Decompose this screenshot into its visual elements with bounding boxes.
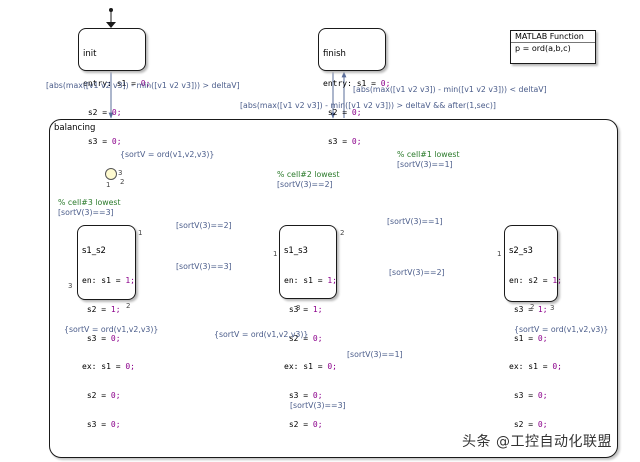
label-s1s3-to-s2s3[interactable]: [sortV(3)==1]	[387, 217, 443, 226]
action-line: en: s2 =	[509, 275, 553, 285]
action-line: ex: s1 =	[284, 362, 328, 372]
action-line: s3 =	[284, 304, 313, 314]
action-value: 0;	[110, 391, 121, 401]
action-value: 0;	[351, 107, 362, 117]
state-name: init	[83, 49, 97, 60]
default-transition-dot	[109, 8, 113, 12]
priority-s13-self: 3	[296, 304, 301, 312]
state-s1-s3[interactable]: s1_s3 en: s1 = 1; s3 = 1; s2 = 0; ex: s1…	[279, 225, 337, 429]
label-s1s3-to-s1s2[interactable]: [sortV(3)==3]	[176, 262, 232, 271]
label-cell1-cond[interactable]: [sortV(3)==1]	[397, 160, 453, 169]
state-init[interactable]: init entry: s1 = 0; s2 = 0; s3 = 0;	[78, 28, 150, 146]
state-finish[interactable]: finish entry: s1 = 0; s2 = 0; s3 = 0;	[318, 28, 390, 146]
label-s1s2-to-s1s3[interactable]: [sortV(3)==2]	[176, 221, 232, 230]
label-cell2-cond[interactable]: [sortV(3)==2]	[277, 180, 333, 189]
action-value: 1;	[110, 304, 121, 314]
label-s1s3-self[interactable]: {sortV = ord(v1,v2,v3)}	[214, 330, 309, 339]
priority-b1: 1	[273, 250, 278, 258]
priority-c1: 1	[497, 250, 502, 258]
priority-a2: 2	[126, 302, 131, 310]
action-line: s2 =	[82, 391, 111, 401]
state-s1-s2[interactable]: s1_s2 en: s1 = 1; s2 = 1; s3 = 0; ex: s1…	[77, 225, 136, 429]
action-value: 1;	[537, 304, 548, 314]
priority-a1: 1	[138, 229, 143, 237]
action-line: s3 =	[82, 333, 111, 343]
function-signature: p = ord(a,b,c)	[515, 44, 571, 53]
action-value: 0;	[380, 78, 391, 88]
action-value: 1;	[312, 304, 323, 314]
action-line: s3 =	[82, 419, 111, 429]
action-line: en: s1 =	[284, 275, 328, 285]
action-value: 0;	[312, 419, 323, 429]
label-finish-to-balancing[interactable]: [abs(max([v1 v2 v3]) - min([v1 v2 v3])) …	[353, 85, 547, 94]
action-value: 1;	[125, 275, 135, 285]
action-value: 1;	[552, 275, 562, 285]
action-line: s2 =	[284, 333, 313, 343]
label-init-to-balancing[interactable]: [abs(max([v1 v2 v3]) - min([v1 v2 v3])) …	[46, 81, 240, 90]
priority-j3: 3	[118, 169, 123, 177]
action-value: 0;	[110, 419, 121, 429]
priority-c2: 2	[530, 303, 535, 311]
matlab-function-block[interactable]: MATLAB Function p = ord(a,b,c)	[510, 30, 596, 64]
action-value: 0;	[552, 362, 562, 372]
label-balancing-to-finish[interactable]: [abs(max([v1 v2 v3]) - min([v1 v2 v3])) …	[240, 101, 496, 110]
label-default-action[interactable]: {sortV = ord(v1,v2,v3)}	[120, 150, 215, 159]
action-line: s3 =	[509, 304, 538, 314]
action-line: s3 =	[509, 391, 538, 401]
state-name: s2_s3	[509, 246, 533, 257]
priority-s23-self: 3	[550, 304, 555, 312]
action-value: 0;	[537, 333, 548, 343]
action-value: 0;	[140, 78, 151, 88]
superstate-name: balancing	[54, 123, 96, 133]
comment-cell3: % cell#3 lowest	[58, 198, 121, 207]
priority-j2: 2	[120, 178, 125, 186]
action-value: 1;	[327, 275, 337, 285]
action-value: 0;	[125, 362, 135, 372]
state-name: s1_s3	[284, 246, 308, 257]
label-s2s3-to-s1s2[interactable]: [sortV(3)==3]	[290, 401, 346, 410]
label-cell3-cond[interactable]: [sortV(3)==3]	[58, 208, 114, 217]
action-line: entry: s1 =	[323, 78, 381, 88]
action-line: s2 =	[83, 107, 112, 117]
action-line: s2 =	[82, 304, 111, 314]
action-line: en: s1 =	[82, 275, 126, 285]
label-s1s2-to-s2s3[interactable]: [sortV(3)==1]	[347, 350, 403, 359]
connective-junction[interactable]	[105, 168, 117, 180]
action-value: 0;	[111, 107, 122, 117]
action-line: s3 =	[323, 136, 352, 146]
label-s2s3-to-s1s3[interactable]: [sortV(3)==2]	[389, 268, 445, 277]
action-line: ex: s1 =	[509, 362, 553, 372]
priority-b2: 2	[340, 229, 345, 237]
action-line: s2 =	[284, 419, 313, 429]
priority-j1: 1	[106, 181, 111, 189]
action-line: s2 =	[323, 107, 352, 117]
action-value: 0;	[312, 333, 323, 343]
label-s2s3-self[interactable]: {sortV = ord(v1,v2,v3)}	[514, 325, 609, 334]
action-value: 0;	[110, 333, 121, 343]
action-line: s3 =	[83, 136, 112, 146]
priority-s12-self: 3	[68, 282, 73, 290]
state-name: s1_s2	[82, 246, 106, 257]
state-name: finish	[323, 49, 346, 60]
comment-cell1: % cell#1 lowest	[397, 150, 460, 159]
comment-cell2: % cell#2 lowest	[277, 170, 340, 179]
action-line: s3 =	[284, 391, 313, 401]
action-value: 0;	[537, 391, 548, 401]
action-line: entry: s1 =	[83, 78, 141, 88]
watermark: 头条 @工控自动化联盟	[462, 434, 612, 450]
state-s2-s3[interactable]: s2_s3 en: s2 = 1; s3 = 1; s1 = 0; ex: s1…	[504, 225, 562, 429]
function-header: MATLAB Function	[511, 31, 595, 43]
action-value: 0;	[537, 419, 548, 429]
action-value: 0;	[327, 362, 337, 372]
label-s1s2-self[interactable]: {sortV = ord(v1,v2,v3)}	[64, 325, 159, 334]
action-value: 0;	[312, 391, 323, 401]
action-line: s1 =	[509, 333, 538, 343]
action-value: 0;	[351, 136, 362, 146]
action-line: s2 =	[509, 419, 538, 429]
action-value: 0;	[111, 136, 122, 146]
action-line: ex: s1 =	[82, 362, 126, 372]
